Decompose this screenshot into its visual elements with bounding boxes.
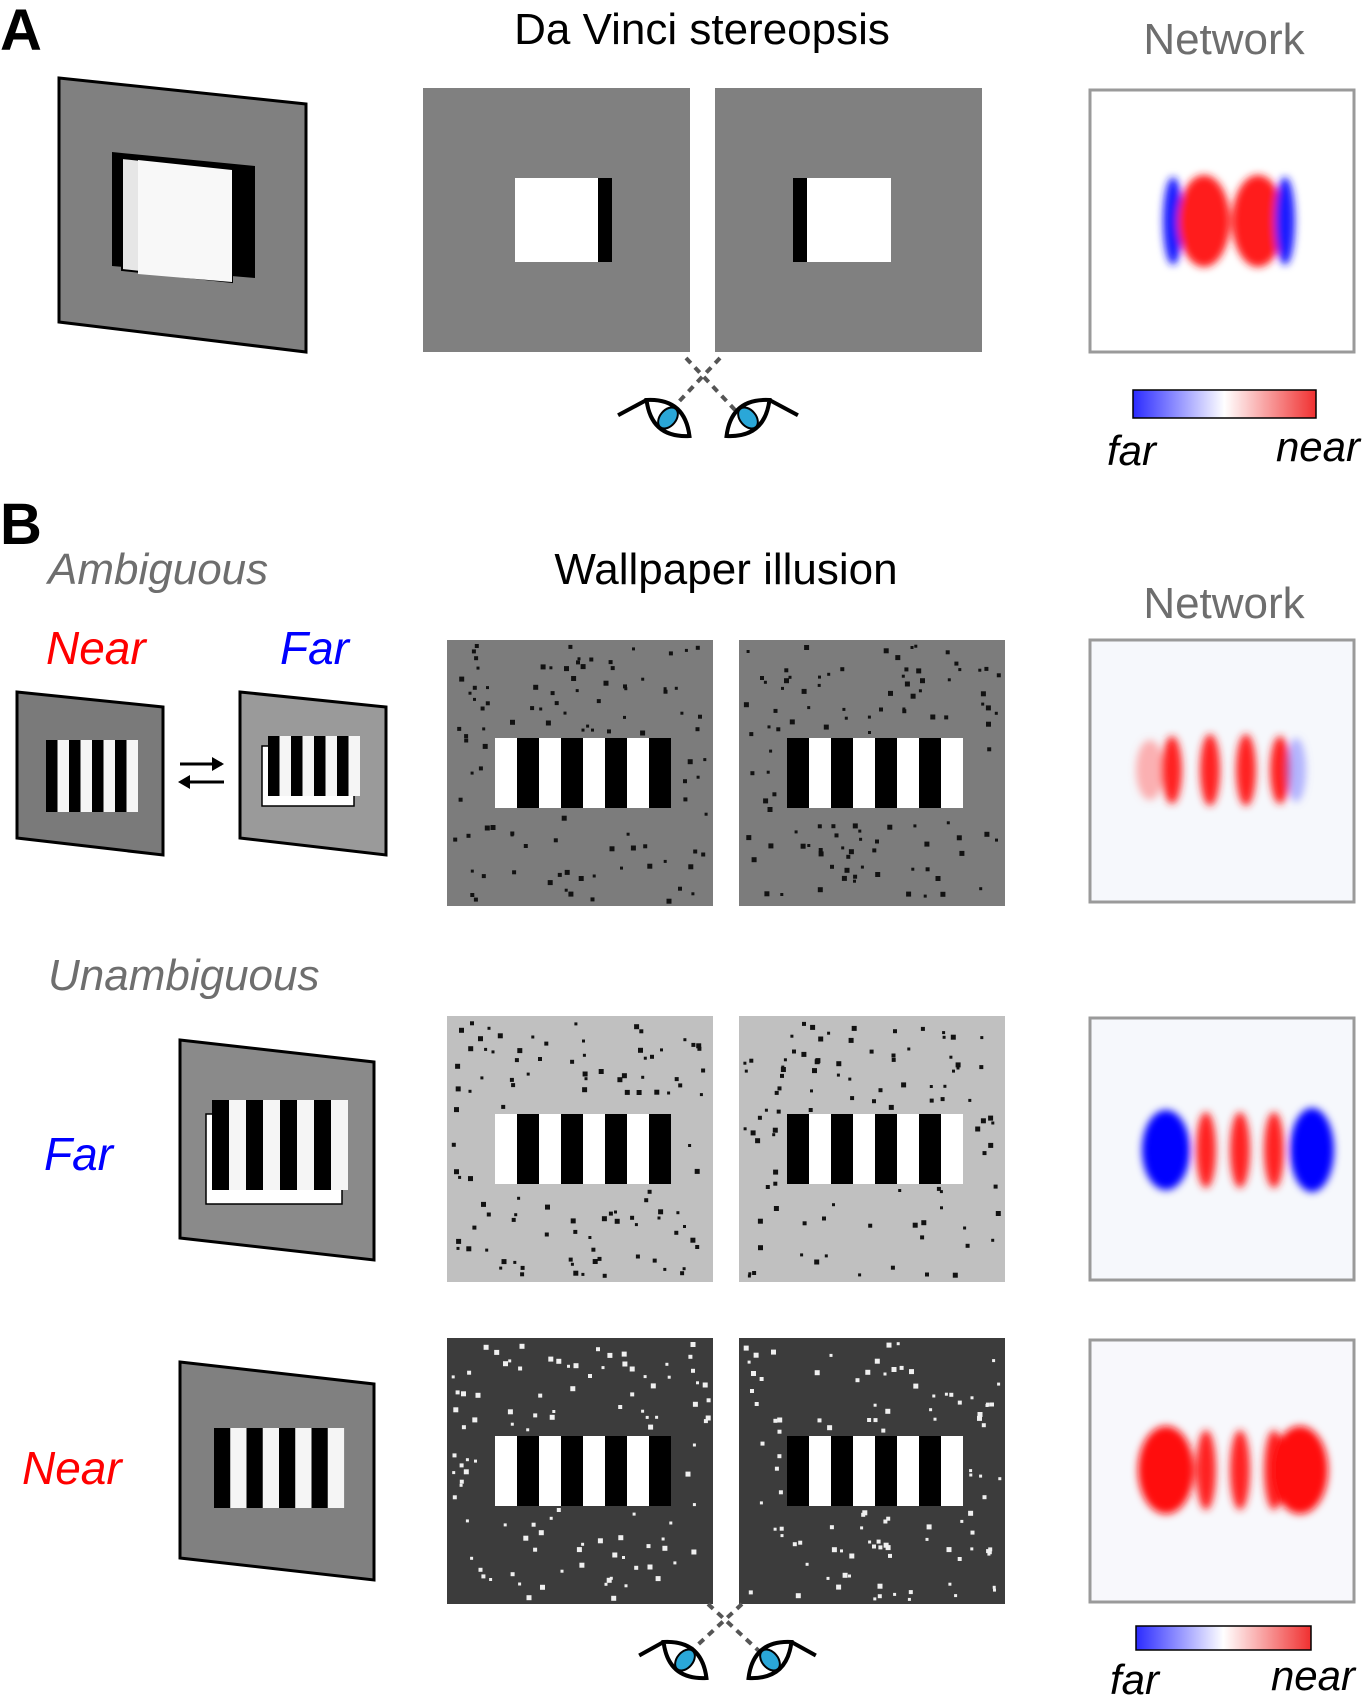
wallpaper-far-right	[739, 1016, 1005, 1282]
colorbar-a: far near	[1107, 389, 1362, 474]
wallpaper-ambiguous-left	[447, 640, 713, 906]
panel-b-network-title: Network	[1143, 579, 1305, 628]
network-output-ambiguous	[1088, 638, 1356, 904]
davinci-network-output	[1088, 88, 1356, 354]
colorbar-b-near-label: near	[1271, 1652, 1357, 1697]
panel-a-letter: A	[0, 0, 42, 63]
ambiguous-near-label: Near	[46, 622, 147, 674]
wallpaper-near-left	[447, 1338, 713, 1604]
network-output-far	[1088, 1016, 1356, 1282]
panel-b-title: Wallpaper illusion	[554, 545, 897, 594]
panel-a-network-title: Network	[1143, 15, 1305, 64]
panel-b-letter: B	[0, 492, 42, 557]
eye-icon	[746, 1639, 817, 1681]
wallpaper-ambiguous-right	[739, 640, 1005, 906]
wallpaper-near-right	[739, 1338, 1005, 1604]
swap-arrows-icon	[178, 757, 224, 789]
colorbar-b: far near	[1110, 1625, 1357, 1697]
davinci-schematic	[57, 76, 308, 354]
eye-icon	[724, 397, 799, 439]
davinci-eyes	[617, 356, 799, 439]
davinci-left-image	[423, 88, 690, 352]
row-near-label: Near	[22, 1442, 123, 1494]
wallpaper-eyes	[638, 1602, 817, 1681]
davinci-right-image	[715, 88, 982, 352]
colorbar-a-near-label: near	[1276, 423, 1362, 470]
far-schematic	[178, 1038, 376, 1262]
colorbar-b-far-label: far	[1110, 1656, 1161, 1697]
ambiguous-label: Ambiguous	[45, 545, 268, 594]
row-far-label: Far	[44, 1128, 115, 1180]
near-schematic	[178, 1360, 376, 1582]
eye-icon	[617, 397, 692, 439]
panel-a-title: Da Vinci stereopsis	[514, 5, 890, 54]
ambiguous-near-schematic	[15, 690, 165, 857]
ambiguous-far-label: Far	[280, 622, 351, 674]
eye-icon	[638, 1639, 709, 1681]
network-output-near	[1088, 1338, 1356, 1604]
wallpaper-far-left	[447, 1016, 713, 1282]
colorbar-a-far-label: far	[1107, 427, 1158, 474]
ambiguous-far-schematic	[238, 690, 388, 857]
unambiguous-label: Unambiguous	[48, 951, 320, 1000]
